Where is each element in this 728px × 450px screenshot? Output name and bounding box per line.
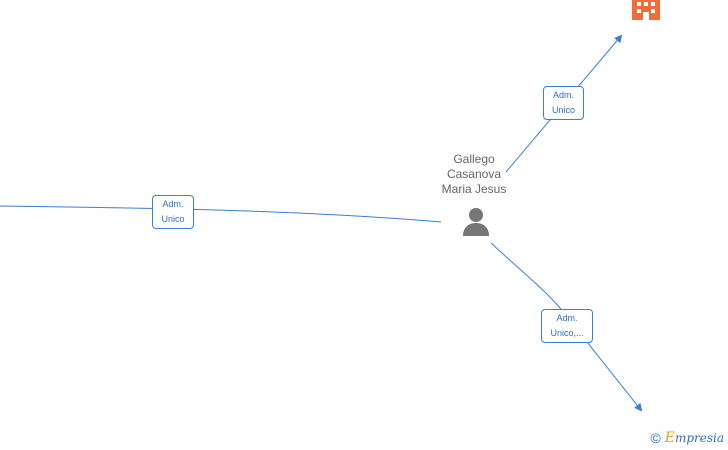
- building-icon[interactable]: [630, 0, 662, 20]
- edge-label-left[interactable]: Adm. Unico: [152, 195, 194, 229]
- brand-logo-rest: mpresia: [674, 431, 724, 445]
- edge-label-upper-line-1: Adm.: [552, 90, 574, 100]
- brand-logo: Empresia: [665, 430, 724, 446]
- person-name-line-3: Maria Jesus: [441, 182, 507, 196]
- edge-label-lower-line-1: Adm.: [556, 313, 578, 323]
- person-icon[interactable]: [460, 206, 492, 238]
- edge-label-left-line-2: Unico: [161, 214, 185, 224]
- edge-label-upper[interactable]: Adm. Unico: [543, 86, 584, 120]
- edge-lower: [490, 242, 643, 412]
- edge-left: [0, 205, 442, 223]
- edge-label-upper-line-2: Unico: [551, 105, 575, 115]
- person-name-line-1: Gallego: [453, 152, 495, 166]
- person-name-line-2: Casanova: [446, 167, 502, 181]
- copyright-watermark: © Empresia: [650, 430, 724, 446]
- edge-label-lower-line-2: Unico,...: [550, 328, 584, 338]
- brand-logo-initial: E: [664, 430, 675, 446]
- person-name[interactable]: Gallego Casanova Maria Jesus: [424, 152, 524, 197]
- edge-label-lower[interactable]: Adm. Unico,...: [541, 309, 593, 343]
- copyright-symbol: ©: [650, 430, 661, 446]
- edge-label-left-line-1: Adm.: [162, 199, 184, 209]
